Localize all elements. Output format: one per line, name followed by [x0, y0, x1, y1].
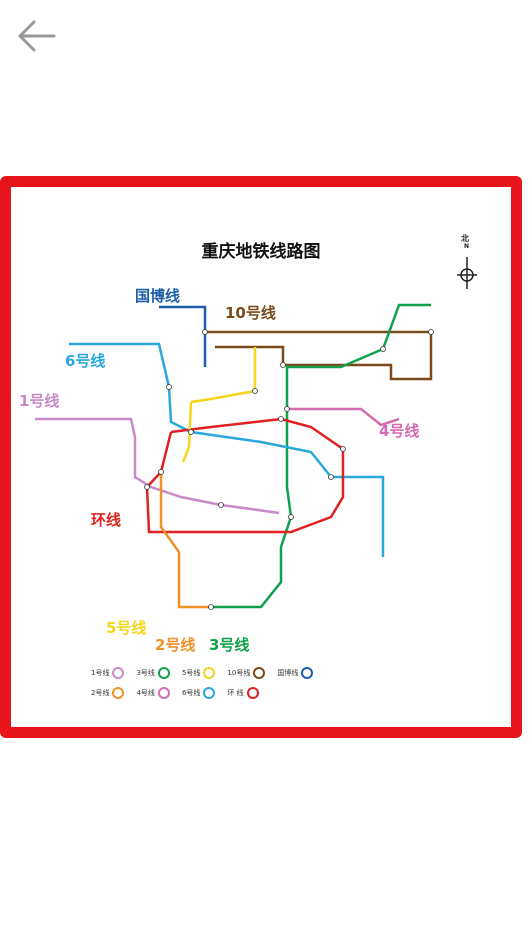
- line2-track: [159, 472, 211, 609]
- back-arrow-icon: [18, 20, 56, 52]
- label-line5: 5号线: [106, 619, 147, 637]
- north-label-small: N: [464, 243, 470, 250]
- map-title: 重庆地铁线路图: [201, 242, 321, 262]
- line5-track: [190, 347, 257, 404]
- line4-track: [287, 407, 400, 427]
- top-bar: [0, 0, 530, 72]
- label-line3: 3号线: [209, 636, 250, 654]
- metro-map[interactable]: 重庆地铁线路图: [11, 187, 511, 727]
- legend-item: 3号线: [136, 667, 170, 679]
- loop-track: [145, 417, 345, 534]
- line1-track: [35, 417, 280, 515]
- legend-item: 1号线: [91, 667, 125, 679]
- label-line2: 2号线: [155, 636, 196, 654]
- metro-lines: [35, 257, 477, 610]
- legend-row-1: 1号线 3号线 5号线 10号线 国博线: [91, 667, 314, 679]
- legend-item: 4号线: [136, 687, 170, 699]
- legend-item: 国博线: [277, 667, 314, 679]
- label-line4: 4号线: [379, 422, 420, 440]
- label-line6: 6号线: [65, 352, 106, 370]
- legend-item: 5号线: [182, 667, 216, 679]
- guobo-track: [159, 305, 207, 367]
- label-loop-line: 环线: [91, 511, 122, 529]
- line6-track: [69, 342, 385, 557]
- legend-item: 2号线: [91, 687, 125, 699]
- legend-item: 6号线: [182, 687, 216, 699]
- north-compass-icon: [457, 257, 477, 289]
- label-line10: 10号线: [225, 304, 276, 322]
- label-guobo-line: 国博线: [135, 287, 181, 305]
- legend-item: 环 线: [227, 687, 259, 699]
- legend-row-2: 2号线 4号线 6号线 环 线: [91, 687, 259, 699]
- north-label: 北: [461, 234, 469, 243]
- back-button[interactable]: [14, 16, 58, 56]
- legend-item: 10号线: [227, 667, 266, 679]
- map-card: 重庆地铁线路图: [0, 176, 522, 738]
- line3-track: [211, 303, 431, 609]
- line5-track-south: [181, 401, 193, 463]
- label-line1: 1号线: [19, 392, 60, 410]
- line10-track: [207, 330, 433, 381]
